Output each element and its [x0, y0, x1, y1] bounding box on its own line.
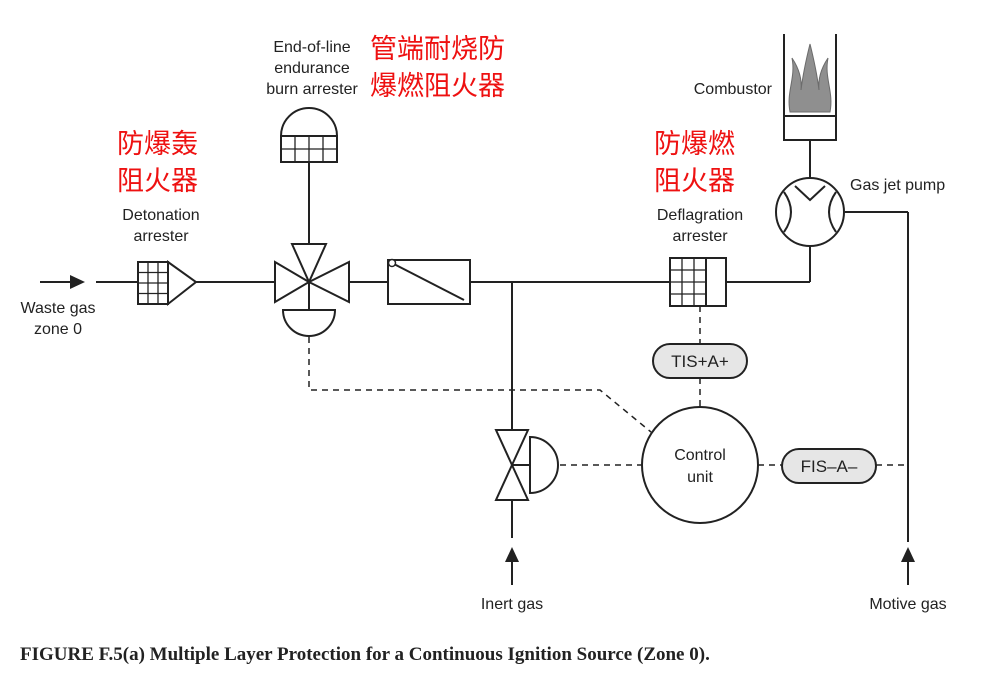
gas-jet-pump-label: Gas jet pump [850, 177, 945, 194]
fis-tag-label: FIS–A– [801, 457, 858, 476]
end-of-line-arrester-zh-line2: 爆燃阻火器 [370, 71, 505, 102]
inert-gas-valve [494, 429, 559, 501]
end-of-line-arrester-zh-line1: 管端耐烧防 [370, 34, 505, 65]
end-of-line-arrester-symbol [279, 107, 339, 163]
combustor-symbol [783, 34, 837, 141]
motive-gas-arrow [901, 547, 915, 585]
deflagration-arrester-zh-line2: 阻火器 [654, 166, 735, 197]
process-piping [96, 140, 909, 542]
control-unit-label-line1: Control [674, 447, 726, 464]
waste-gas-label-line1: Waste gas [21, 300, 96, 317]
flame-icon [788, 43, 832, 113]
end-of-line-label-line3: burn arrester [266, 81, 358, 98]
detonation-arrester-zh-line1: 防爆轰 [117, 129, 198, 160]
combustor-label: Combustor [694, 81, 773, 98]
detonation-arrester-zh-line2: 阻火器 [117, 166, 198, 197]
deflagration-label-line1: Deflagration [657, 207, 743, 224]
waste-gas-label-line2: zone 0 [34, 321, 82, 338]
control-unit-label-line2: unit [687, 469, 713, 486]
detonation-arrester-symbol [137, 260, 198, 307]
detonation-label-line2: arrester [133, 228, 189, 245]
fis-tag-box [781, 448, 877, 484]
deflagration-arrester-symbol [669, 257, 727, 307]
control-unit-circle [641, 406, 759, 524]
waste-gas-arrow [40, 275, 85, 289]
inert-gas-arrow [505, 547, 519, 585]
signal-lines [308, 306, 908, 466]
end-of-line-label-line1: End-of-line [273, 39, 350, 56]
tis-tag-label: TIS+A+ [671, 352, 729, 371]
inert-gas-label: Inert gas [481, 596, 543, 613]
deflagration-label-line2: arrester [672, 228, 728, 245]
detonation-label-line1: Detonation [122, 207, 199, 224]
flow-sensor-box [387, 258, 471, 305]
end-of-line-label-line2: endurance [274, 60, 350, 77]
deflagration-arrester-zh-line1: 防爆燃 [654, 129, 735, 160]
motive-gas-label: Motive gas [869, 596, 946, 613]
three-way-valve [274, 243, 350, 337]
gas-jet-pump-symbol [775, 177, 845, 247]
figure-caption: FIGURE F.5(a) Multiple Layer Protection … [20, 644, 710, 665]
